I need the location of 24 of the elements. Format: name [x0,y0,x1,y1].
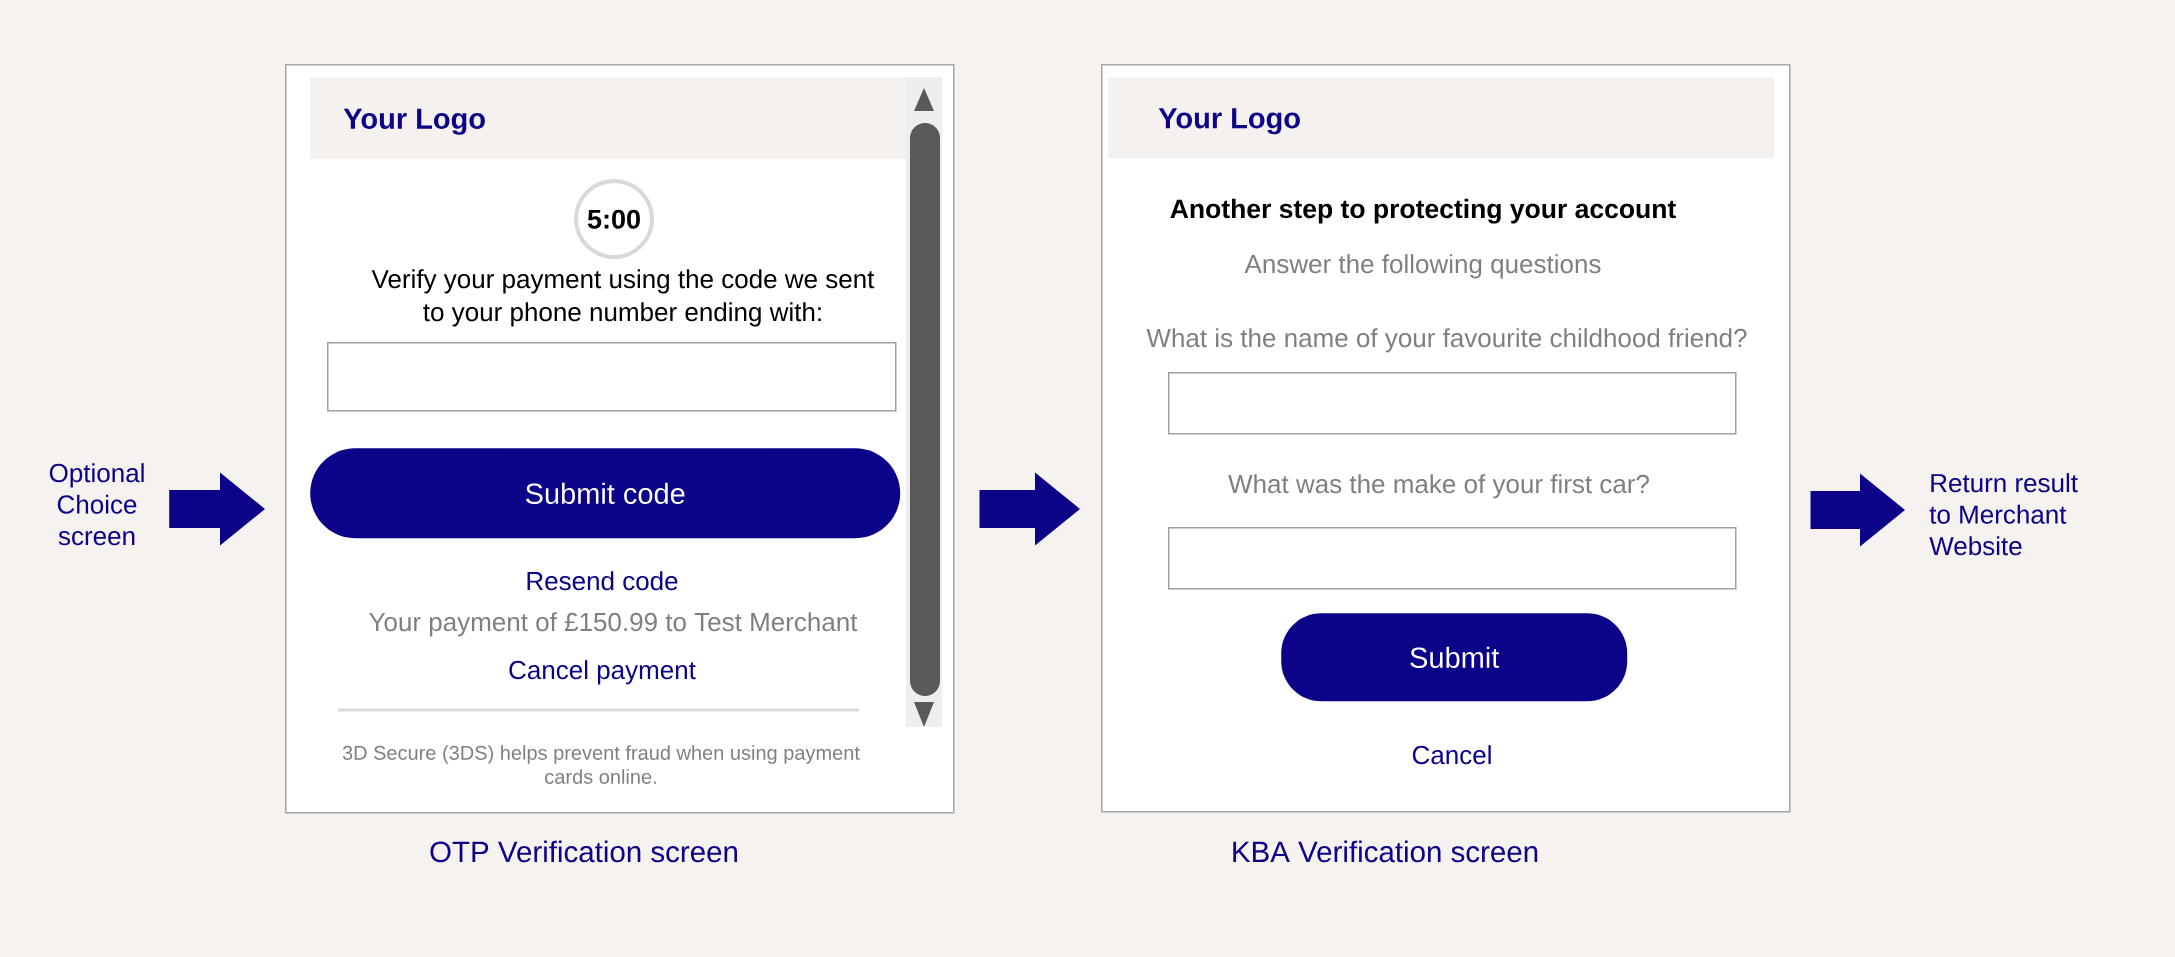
question-text: What was the make of your first car? [1228,474,1649,499]
block-arrow [169,472,265,546]
input-field [1168,527,1737,590]
block-arrow [979,472,1080,546]
step-label: Optional Choice screen [49,463,144,546]
input-field [1168,372,1737,435]
cancel-link: Cancel payment [509,660,696,685]
cancel-link: Cancel [1412,745,1491,765]
resend-link: Resend code [527,571,678,591]
submit-button: Submit [1281,613,1628,702]
submit-button: Submit code [310,448,901,539]
screen-caption: KBA Verification screen [1233,840,1538,863]
instruction-text: Verify your payment using the code we sent to your phone number ending with: [371,269,875,327]
instruction-text: Answer the following questions [1244,254,1601,279]
screen-caption: OTP Verification screen [430,840,737,863]
heading: Another step to protecting your account [1170,198,1676,224]
footer-note: 3D Secure (3DS) helps prevent fraud when using payment cards online. [342,745,860,784]
step-label: Return result to Merchant Website [1929,473,2078,556]
input-field [327,342,897,412]
header-bar: Your Logo [310,77,909,160]
payment-summary: Your payment of £150.99 to Test Merchant [369,612,858,637]
question-text: What is the name of your favourite childhood friend? [1146,328,1747,353]
header-bar: Your Logo [1108,77,1775,159]
block-arrow [1810,473,1905,547]
